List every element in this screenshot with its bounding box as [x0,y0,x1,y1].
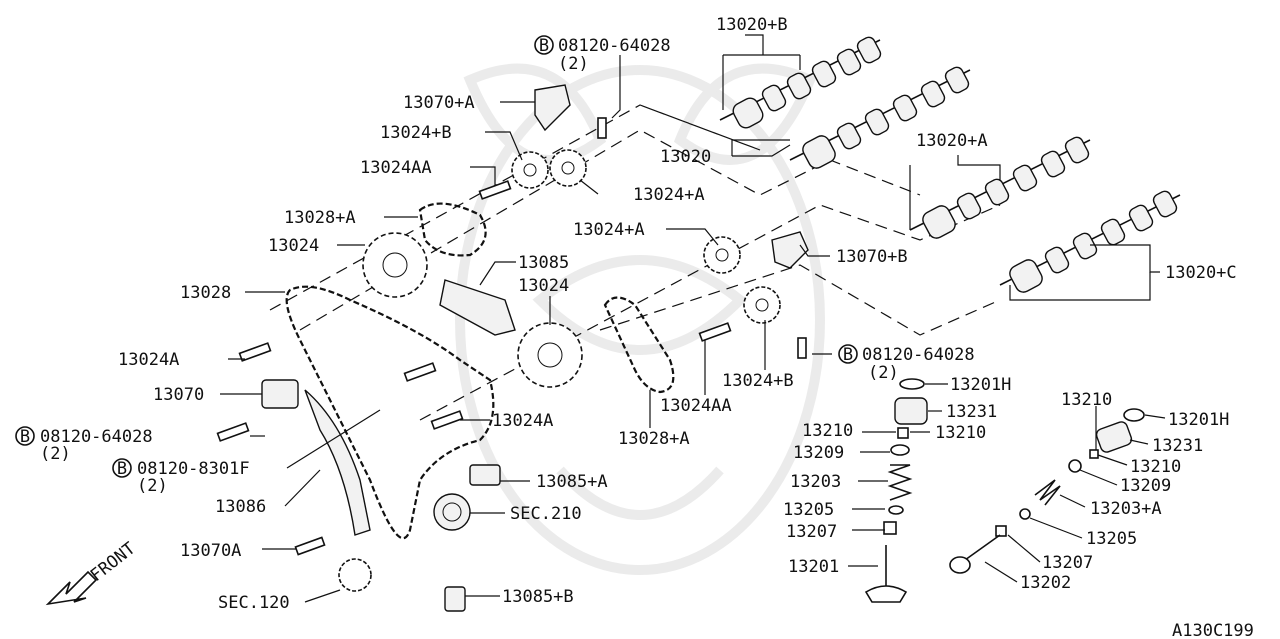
label-13024-a-mid: 13024+A [573,220,645,240]
label-13020: 13020 [660,147,711,167]
bolt-marker-right: B [843,345,853,365]
label-13205: 13205 [783,500,834,520]
label-13207: 13207 [786,522,837,542]
watermark-emblem [455,63,825,575]
tensioner-13070-a [534,84,571,132]
bolt-marker-icons [15,35,858,478]
guide-13085 [439,279,516,336]
label-bolt-right-code: 08120-64028 [862,345,975,365]
label-13070-a: 13070+A [403,93,475,113]
label-13086: 13086 [215,497,266,517]
bolt-marker-top: B [539,36,549,56]
label-13028-a-mid: 13028+A [618,429,690,449]
sec210-pulley [433,493,471,531]
chain-13028 [285,285,495,540]
chain-13028-a-mid [603,296,675,394]
valvetrain-center [864,378,928,603]
sprocket-13024-left [362,232,428,298]
label-13024-a-top: 13024+A [633,185,705,205]
label-r-13231: 13231 [1152,436,1203,456]
bolt-marker-8301: B [117,459,127,479]
label-13070a: 13070A [180,541,241,561]
figure-code: A130C199 [1172,621,1254,639]
tensioner-13070-b [771,231,809,269]
label-13020-a: 13020+A [916,131,988,151]
label-13020-b: 13020+B [716,15,788,35]
bolts [216,117,807,556]
sprocket-13024-mid [517,322,583,388]
bolt-marker-left: B [20,427,30,447]
guide-13085-b [444,586,466,612]
label-13085-a: 13085+A [536,472,608,492]
label-13070: 13070 [153,385,204,405]
label-sec-210: SEC.210 [510,504,582,524]
camshaft-13020-c [999,190,1181,293]
sprocket-top-right [549,149,587,187]
sprocket-13024-b-mid [743,286,781,324]
sprocket-13024-a-mid [703,236,741,274]
label-13070-b: 13070+B [836,247,908,267]
label-13201: 13201 [788,557,839,577]
label-sec-120: SEC.120 [218,593,290,613]
label-r-13203-a: 13203+A [1090,499,1162,519]
label-13203: 13203 [790,472,841,492]
label-bolt-left-qty: (2) [40,444,71,464]
label-13024a-mid: 13024A [492,411,553,431]
label-bolt-8301-qty: (2) [137,476,168,496]
front-arrow-icon [45,570,98,606]
label-13201h: 13201H [950,375,1011,395]
label-front: FRONT [87,539,140,586]
label-13028-a-top: 13028+A [284,208,356,228]
guide-13085-a [469,464,501,486]
tensioner-13070 [261,379,299,409]
camshaft-13020-b [719,36,882,129]
label-bolt-top-qty: (2) [558,54,589,74]
label-13028: 13028 [180,283,231,303]
sprocket-sec120 [338,558,372,592]
label-13231: 13231 [946,402,997,422]
part-labels: 13020+B 08120-64028 (2) 13070+A 13024+B … [40,15,1254,639]
label-r-13210-top: 13210 [1061,390,1112,410]
label-13024-left: 13024 [268,236,319,256]
tension-guide-13086 [304,389,371,536]
valvetrain-right [949,408,1145,574]
label-r-13202: 13202 [1020,573,1071,593]
label-13024-mid: 13024 [518,276,569,296]
sprocket-top-left [511,151,549,189]
label-r-13207: 13207 [1042,553,1093,573]
label-13020-c: 13020+C [1165,263,1237,283]
camshaft-13020-a [909,136,1091,239]
label-13024a-left: 13024A [118,350,179,370]
label-13024-b-top: 13024+B [380,123,452,143]
label-13210-left: 13210 [802,421,853,441]
label-bolt-right-qty: (2) [868,363,899,383]
label-13209: 13209 [793,443,844,463]
label-13024-b-mid: 13024+B [722,371,794,391]
label-13085-b: 13085+B [502,587,574,607]
chain-13028-a-top [418,202,487,257]
camshaft-13020 [789,66,971,169]
label-13024aa-top: 13024AA [360,158,432,178]
label-13085: 13085 [518,253,569,273]
head-outline [269,104,1001,421]
label-r-13209: 13209 [1120,476,1171,496]
label-13210-right: 13210 [935,423,986,443]
leader-lines [220,34,1166,603]
label-bolt-top-code: 08120-64028 [558,36,671,56]
label-13024aa-mid: 13024AA [660,396,732,416]
label-r-13210-b: 13210 [1130,457,1181,477]
label-bolt-left-code: 08120-64028 [40,427,153,447]
label-r-13201h: 13201H [1168,410,1229,430]
label-r-13205: 13205 [1086,529,1137,549]
label-bolt-8301-code: 08120-8301F [137,459,250,479]
